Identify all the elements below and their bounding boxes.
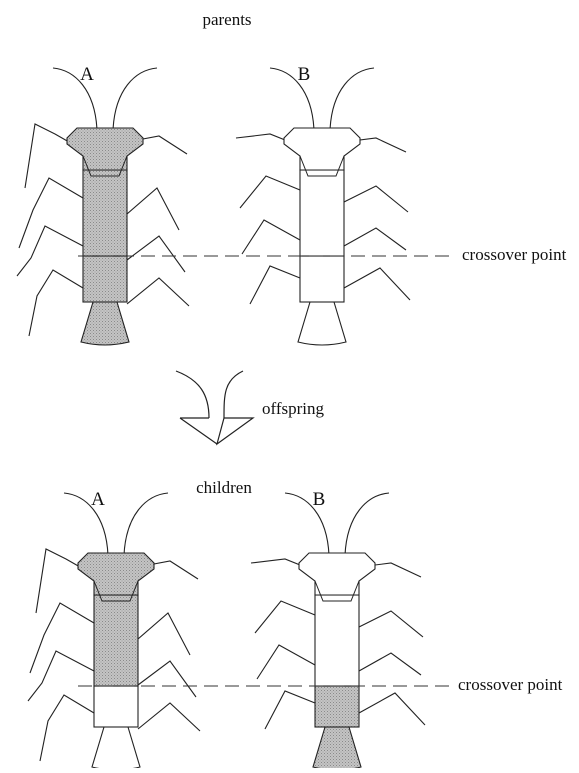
body-lower-segment [94,686,138,727]
body-upper-segment [300,170,344,256]
parent-b-creature: B [236,64,410,345]
parent-a-creature: A [17,64,189,345]
child-a-creature: A [28,489,200,768]
head-segment [284,128,360,170]
leg-3 [242,220,300,254]
leg-4 [29,270,83,336]
tail-segment [81,302,129,345]
leg-4 [250,266,300,304]
creature-letter-label: A [91,489,105,510]
antenna-right [345,493,389,555]
body-upper-segment [315,595,359,686]
head-segment [299,553,375,595]
leg-3 [17,226,83,276]
leg-2 [30,603,94,673]
creature-letter-label: B [313,489,326,510]
offspring-label: offspring [262,399,325,418]
offspring-arrow [176,371,253,444]
crossover-label-top: crossover point [462,245,567,264]
leg-7 [127,236,185,272]
crossover-label-bottom: crossover point [458,675,563,694]
leg-7 [344,228,406,250]
body-upper-segment [94,595,138,686]
creature-letter-label: B [298,64,311,85]
creature-letter-label: A [80,64,94,85]
leg-3 [28,651,94,701]
antenna-right [113,68,157,130]
children-label: children [196,478,252,497]
leg-2 [19,178,83,248]
tail-segment [298,302,346,345]
leg-6 [344,186,408,212]
leg-7 [359,653,421,675]
leg-2 [240,176,300,208]
leg-2 [255,601,315,633]
leg-8 [344,268,410,300]
body-lower-segment [300,256,344,302]
antenna-right [330,68,374,130]
leg-8 [127,278,189,306]
body-lower-segment [83,256,127,302]
antenna-right [124,493,168,555]
leg-8 [359,693,425,725]
head-segment [67,128,143,170]
leg-6 [138,613,190,655]
leg-6 [359,611,423,637]
leg-6 [127,188,179,230]
body-lower-segment [315,686,359,727]
child-b-creature: B [251,489,425,768]
tail-segment [92,727,140,768]
leg-3 [257,645,315,679]
leg-8 [138,703,200,731]
leg-7 [138,661,196,697]
head-segment [78,553,154,595]
leg-4 [40,695,94,761]
parents-label: parents [202,10,251,29]
leg-4 [265,691,315,729]
body-upper-segment [83,170,127,256]
tail-segment [313,727,361,768]
